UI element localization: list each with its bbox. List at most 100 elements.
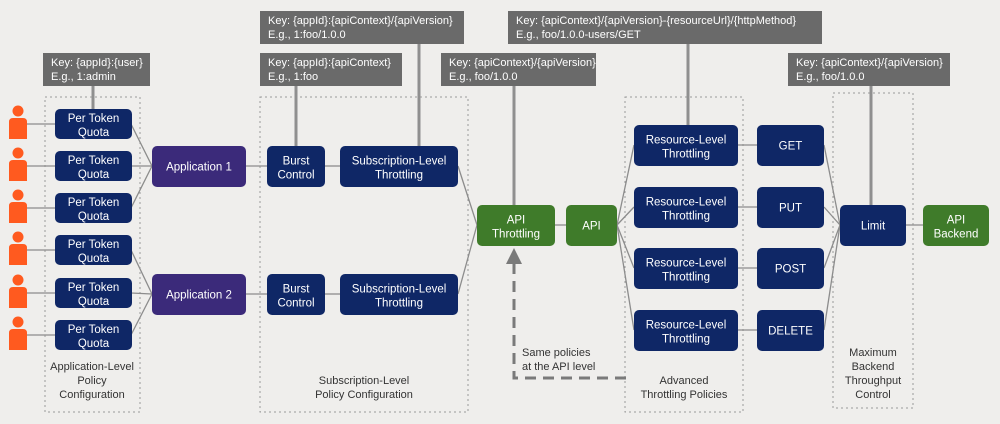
resource-throttling-2-label-line2: Throttling [662, 211, 710, 223]
token-quota-2-box[interactable] [55, 151, 132, 181]
subscription-policy-caption-line1: Subscription-Level [319, 375, 410, 387]
application-policy-caption-line2: Policy [77, 375, 107, 387]
method-delete-label: DELETE [768, 326, 813, 338]
method-delete[interactable]: DELETE [757, 310, 824, 351]
resource-throttling-4-label-line1: Resource-Level [646, 320, 727, 332]
token-quota-4-label-line1: Per Token [68, 239, 120, 251]
key-callout-key: Key: {apiContext}/{apiVersion} [449, 57, 596, 69]
burst-control-1-label-line2: Control [277, 170, 314, 182]
token-quota-3-box[interactable] [55, 193, 132, 223]
burst-control-1-box[interactable] [267, 146, 325, 187]
subscription-throttling-2-box[interactable] [340, 274, 458, 315]
method-put-box[interactable] [757, 187, 824, 228]
key-callout-box [788, 53, 950, 86]
user-icon [9, 189, 27, 223]
api-throttling-box[interactable] [477, 205, 555, 246]
method-put-label: PUT [779, 203, 802, 215]
application-policy-caption-line3: Configuration [59, 389, 124, 401]
method-put[interactable]: PUT [757, 187, 824, 228]
application-2-box[interactable] [152, 274, 246, 315]
key-callout-box [260, 53, 402, 86]
limit-box[interactable] [840, 205, 906, 246]
burst-control-2-box[interactable] [267, 274, 325, 315]
subscription-throttling-1-box[interactable] [340, 146, 458, 187]
api-backend-label-line1: API [947, 215, 966, 227]
key-callout-key: Key: {apiContext}/{apiVersion}-{resource… [516, 15, 796, 27]
api-throttling-label-line1: API [507, 215, 526, 227]
callout-stems [91, 38, 873, 205]
application-1[interactable]: Application 1 [152, 146, 246, 187]
token-quota-6-box[interactable] [55, 320, 132, 350]
api-label: API [582, 221, 601, 233]
token-quota-1-label-line2: Quota [78, 127, 110, 139]
backend-throughput-group [832, 92, 914, 409]
method-get[interactable]: GET [757, 125, 824, 166]
advanced-policies-group [624, 96, 744, 413]
token-quota-1-box[interactable] [55, 109, 132, 139]
token-quota-4-label-line2: Quota [78, 253, 110, 265]
application-2[interactable]: Application 2 [152, 274, 246, 315]
resource-throttling-4-label-line2: Throttling [662, 334, 710, 346]
same-policies-note-line1: Same policies [522, 347, 591, 359]
resource-throttling-1-box[interactable] [634, 125, 738, 166]
key-callout-example: E.g., 1:admin [51, 71, 116, 83]
subscription-throttling-1-label-line1: Subscription-Level [352, 156, 447, 168]
token-quota-5-box[interactable] [55, 278, 132, 308]
application-1-box[interactable] [152, 146, 246, 187]
same-policies-note: Same policies at the API level [522, 347, 595, 373]
subscription-policy-group [259, 96, 469, 413]
method-post-box[interactable] [757, 248, 824, 289]
api-backend-box[interactable] [923, 205, 989, 246]
backend-throughput-caption-line4: Control [855, 389, 890, 401]
key-callout-example: E.g., 1:foo/1.0.0 [268, 29, 346, 41]
key-callout-key: Key: {appId}:{apiContext}/{apiVersion} [268, 15, 453, 27]
limit[interactable]: Limit [840, 205, 906, 246]
api[interactable]: API [566, 205, 617, 246]
token-quota-3-label-line2: Quota [78, 211, 110, 223]
user-icon [9, 231, 27, 265]
method-post[interactable]: POST [757, 248, 824, 289]
token-quota-2-label-line1: Per Token [68, 155, 120, 167]
token-quota-4-box[interactable] [55, 235, 132, 265]
burst-control-2-label-line2: Control [277, 298, 314, 310]
advanced-policies-caption-line2: Throttling Policies [641, 389, 728, 401]
backend-throughput-caption-line2: Backend [852, 361, 895, 373]
method-get-label: GET [779, 141, 803, 153]
key-callout-box [441, 53, 596, 86]
burst-control-2-label-line1: Burst [283, 284, 311, 296]
key-callout-example: E.g., foo/1.0.0 [796, 71, 865, 83]
application-1-label: Application 1 [166, 162, 232, 174]
group-captions: Application-Level Policy Configuration S… [50, 347, 901, 401]
method-get-box[interactable] [757, 125, 824, 166]
backend-throughput-caption-line3: Throughput [845, 375, 901, 387]
token-quota-2-label-line2: Quota [78, 169, 110, 181]
key-callout-example: E.g., 1:foo [268, 71, 318, 83]
advanced-policies-caption-line1: Advanced [660, 375, 709, 387]
resource-throttling-3-label-line2: Throttling [662, 272, 710, 284]
burst-control-1-label-line1: Burst [283, 156, 311, 168]
same-policies-note-line2: at the API level [522, 361, 595, 373]
resource-throttling-3-box[interactable] [634, 248, 738, 289]
method-delete-box[interactable] [757, 310, 824, 351]
limit-label: Limit [861, 221, 886, 233]
resource-throttling-2-box[interactable] [634, 187, 738, 228]
api-box[interactable] [566, 205, 617, 246]
resource-throttling-1-label-line1: Resource-Level [646, 135, 727, 147]
resource-throttling-4-box[interactable] [634, 310, 738, 351]
